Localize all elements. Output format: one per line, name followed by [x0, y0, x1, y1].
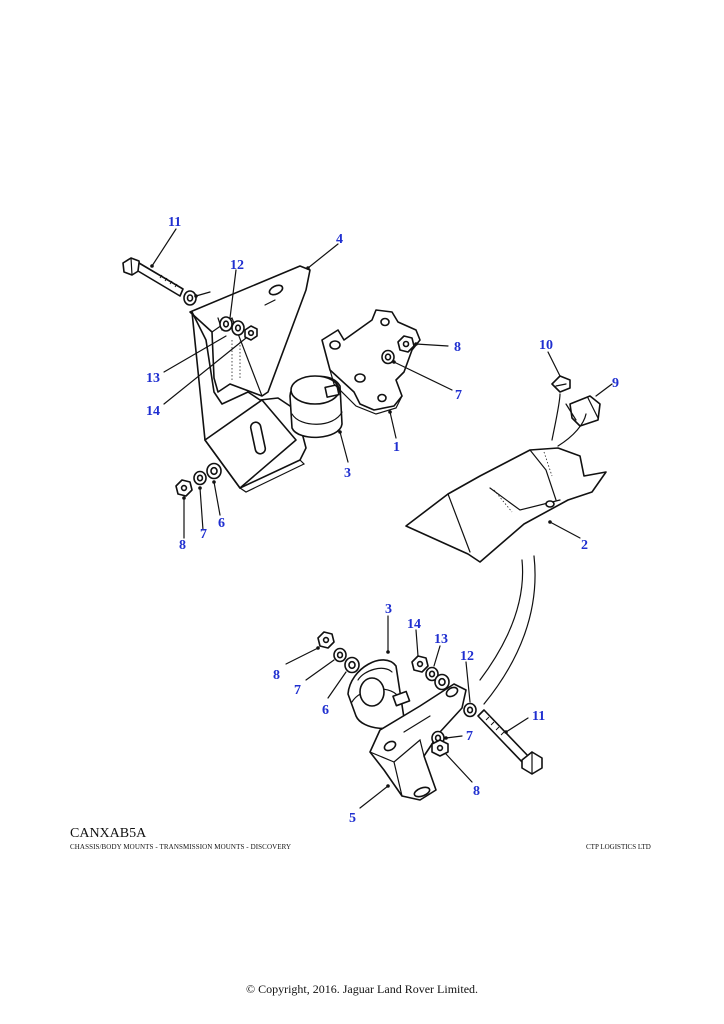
callout-upper-14: 14: [146, 404, 160, 419]
leader-lines: [151, 228, 613, 809]
figure-description: CHASSIS/BODY MOUNTS - TRANSMISSION MOUNT…: [70, 843, 292, 851]
copyright-notice: © Copyright, 2016. Jaguar Land Rover Lim…: [245, 982, 479, 996]
upper-rubber-mount-part: [289, 375, 343, 439]
callout-upper-mount-3: 3: [344, 466, 351, 481]
callout-left-washer-6: 6: [218, 516, 225, 531]
callout-lower-12: 12: [460, 649, 474, 664]
callout-upper-washer-7: 7: [455, 388, 462, 403]
upper-bracket-hardware: [219, 316, 258, 341]
callout-upper-nut-8: 8: [454, 340, 461, 355]
callout-lower-washer-7b: 7: [466, 729, 473, 744]
figure-code: CANXAB5A: [70, 826, 147, 841]
callout-left-washer-7: 7: [200, 527, 207, 542]
upper-plate-hardware: [381, 335, 415, 365]
lower-bracket-hardware: [431, 730, 449, 757]
callout-cross-member: 2: [581, 538, 588, 553]
callout-lower-bracket-5: 5: [349, 811, 356, 826]
callout-lower-washer-7a: 7: [294, 683, 301, 698]
callout-lower-nut-8a: 8: [273, 668, 280, 683]
callout-upper-bolt: 11: [168, 215, 181, 230]
leader-dots: [150, 264, 552, 788]
vendor-name: CTP LOGISTICS LTD: [586, 843, 651, 851]
cross-member-part: [405, 447, 607, 563]
lower-rubber-mount-part: [347, 659, 411, 730]
callout-lower-13: 13: [434, 632, 448, 647]
callout-lower-mount-3: 3: [385, 602, 392, 617]
callout-upper-13: 13: [146, 371, 160, 386]
left-hardware-stack: [175, 462, 222, 497]
upper-bolt-part: [122, 257, 184, 297]
callout-cross-10: 10: [539, 338, 553, 353]
callout-upper-plate: 1: [393, 440, 400, 455]
connector-line-10: [551, 393, 561, 441]
upper-bracket-part: [189, 265, 311, 493]
callout-cross-9: 9: [612, 376, 619, 391]
cross-nut-part: [551, 375, 571, 393]
callout-lower-bolt-11: 11: [532, 709, 545, 724]
callout-lower-14: 14: [407, 617, 421, 632]
connector-line-9: [557, 413, 587, 447]
lower-left-hardware: [317, 631, 360, 674]
cross-bolt-part: [565, 395, 601, 427]
lower-bracket-part: [369, 683, 467, 801]
callout-lower-washer-6: 6: [322, 703, 329, 718]
callout-upper-bracket: 4: [336, 232, 343, 247]
callout-lower-nut-8b: 8: [473, 784, 480, 799]
upper-washer-part: [183, 290, 197, 306]
upper-plate-part: [321, 309, 421, 415]
lower-bolt-part: [477, 709, 543, 775]
lower-right-hardware: [411, 655, 477, 718]
connector-line-lower: [483, 555, 536, 705]
callout-upper-washer-12: 12: [230, 258, 244, 273]
callout-left-nut-8: 8: [179, 538, 186, 553]
connector-line-lower-2: [479, 559, 524, 681]
callouts: 11 4 12 13 14 8 7 1 3 8 7 6 10 9 2 3 14 …: [146, 215, 619, 826]
